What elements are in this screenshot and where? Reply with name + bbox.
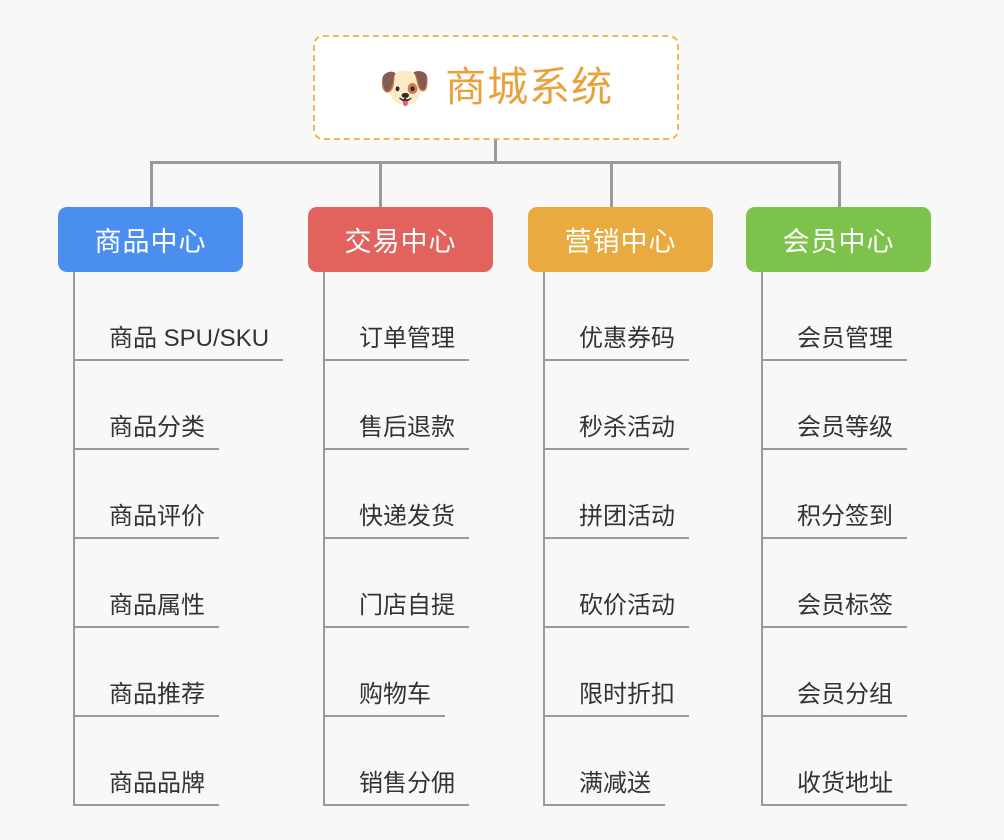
leaf-item[interactable]: 商品推荐 <box>73 628 219 717</box>
leaf-item-label: 限时折扣 <box>543 681 689 717</box>
connector-drop-4 <box>838 161 841 207</box>
connector-stem <box>494 140 497 162</box>
leaf-item[interactable]: 商品 SPU/SKU <box>73 272 284 361</box>
leaf-item-label: 门店自提 <box>323 592 469 628</box>
category-header-label: 交易中心 <box>344 227 457 257</box>
leaf-item-label: 会员标签 <box>761 592 907 628</box>
shiba-dog-face-icon: 🐶 <box>378 63 432 111</box>
category-header-label: 商品中心 <box>94 227 207 257</box>
leaf-item[interactable]: 秒杀活动 <box>543 361 689 450</box>
leaf-item[interactable]: 收货地址 <box>761 717 907 806</box>
leaf-item[interactable]: 订单管理 <box>323 272 469 361</box>
leaf-item-label: 商品评价 <box>73 503 219 539</box>
leaf-item[interactable]: 会员标签 <box>761 539 907 628</box>
connector-drop-2 <box>379 161 382 207</box>
leaf-spine <box>323 272 325 806</box>
leaf-item[interactable]: 会员等级 <box>761 361 907 450</box>
connector-bar <box>150 161 841 164</box>
leaf-item-label: 砍价活动 <box>543 592 689 628</box>
leaf-spine <box>73 272 75 806</box>
leaf-item-label: 销售分佣 <box>323 770 469 806</box>
leaf-item-label: 商品属性 <box>73 592 219 628</box>
leaf-item-label: 购物车 <box>323 681 445 717</box>
connector-drop-1 <box>150 161 153 207</box>
leaf-item[interactable]: 购物车 <box>323 628 445 717</box>
category-header-3[interactable]: 营销中心 <box>528 207 713 272</box>
category-header-2[interactable]: 交易中心 <box>308 207 493 272</box>
leaf-item-label: 拼团活动 <box>543 503 689 539</box>
root-title: 商城系统 <box>445 64 614 110</box>
leaf-item[interactable]: 商品分类 <box>73 361 219 450</box>
category-header-1[interactable]: 商品中心 <box>58 207 243 272</box>
leaf-item[interactable]: 会员管理 <box>761 272 907 361</box>
leaf-item-label: 会员管理 <box>761 325 907 361</box>
leaf-item-label: 满减送 <box>543 770 665 806</box>
leaf-spine <box>761 272 763 806</box>
leaf-item-label: 收货地址 <box>761 770 907 806</box>
leaf-item-label: 商品分类 <box>73 414 219 450</box>
category-header-label: 会员中心 <box>782 227 895 257</box>
leaf-item-label: 商品推荐 <box>73 681 219 717</box>
leaf-item-label: 积分签到 <box>761 503 907 539</box>
leaf-item[interactable]: 商品属性 <box>73 539 219 628</box>
leaf-item[interactable]: 商品评价 <box>73 450 219 539</box>
leaf-item-label: 秒杀活动 <box>543 414 689 450</box>
leaf-item[interactable]: 门店自提 <box>323 539 469 628</box>
leaf-item-label: 商品品牌 <box>73 770 219 806</box>
leaf-item[interactable]: 优惠券码 <box>543 272 689 361</box>
leaf-item-label: 会员分组 <box>761 681 907 717</box>
leaf-item-label: 快递发货 <box>323 503 469 539</box>
leaf-item[interactable]: 售后退款 <box>323 361 469 450</box>
root-node[interactable]: 🐶 商城系统 <box>313 35 679 140</box>
category-header-label: 营销中心 <box>564 227 677 257</box>
leaf-item[interactable]: 积分签到 <box>761 450 907 539</box>
leaf-item-label: 售后退款 <box>323 414 469 450</box>
leaf-item[interactable]: 满减送 <box>543 717 665 806</box>
leaf-item-label: 优惠券码 <box>543 325 689 361</box>
connector-drop-3 <box>610 161 613 207</box>
leaf-item[interactable]: 拼团活动 <box>543 450 689 539</box>
leaf-item[interactable]: 快递发货 <box>323 450 469 539</box>
leaf-item[interactable]: 商品品牌 <box>73 717 219 806</box>
leaf-item[interactable]: 销售分佣 <box>323 717 469 806</box>
leaf-item[interactable]: 砍价活动 <box>543 539 689 628</box>
leaf-item-label: 会员等级 <box>761 414 907 450</box>
leaf-item-label: 商品 SPU/SKU <box>73 325 284 361</box>
leaf-item-label: 订单管理 <box>323 325 469 361</box>
leaf-item[interactable]: 会员分组 <box>761 628 907 717</box>
leaf-item[interactable]: 限时折扣 <box>543 628 689 717</box>
category-header-4[interactable]: 会员中心 <box>746 207 931 272</box>
leaf-spine <box>543 272 545 806</box>
